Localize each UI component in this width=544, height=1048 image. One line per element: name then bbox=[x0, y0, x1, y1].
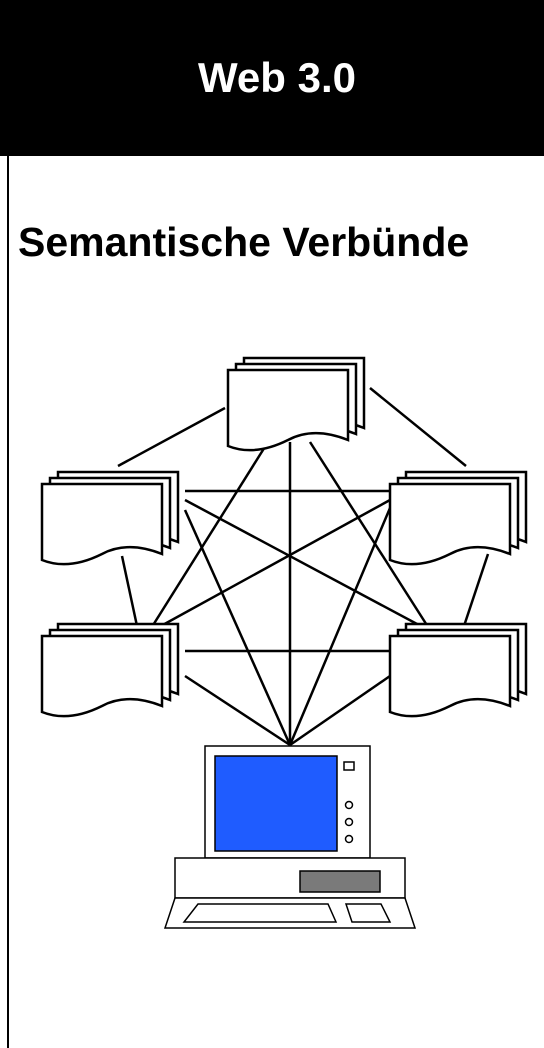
link-left bbox=[122, 556, 137, 626]
link-right bbox=[464, 554, 488, 626]
document-stack-icon bbox=[390, 472, 526, 564]
desktop-computer-icon bbox=[165, 746, 415, 928]
document-stack-icon bbox=[390, 624, 526, 716]
drive-slot bbox=[300, 871, 380, 892]
link-midright-lowleft bbox=[150, 500, 390, 632]
link-top-left bbox=[118, 408, 225, 466]
link-top-right bbox=[370, 388, 466, 466]
monitor-knob bbox=[346, 802, 353, 809]
monitor-control bbox=[344, 762, 354, 770]
document-stack-icon bbox=[42, 624, 178, 716]
monitor-knob bbox=[346, 819, 353, 826]
document-stack-icon bbox=[228, 358, 364, 450]
keyboard-keys bbox=[184, 904, 336, 922]
monitor-knob bbox=[346, 836, 353, 843]
monitor-screen bbox=[215, 756, 337, 851]
document-stack-icon bbox=[42, 472, 178, 564]
